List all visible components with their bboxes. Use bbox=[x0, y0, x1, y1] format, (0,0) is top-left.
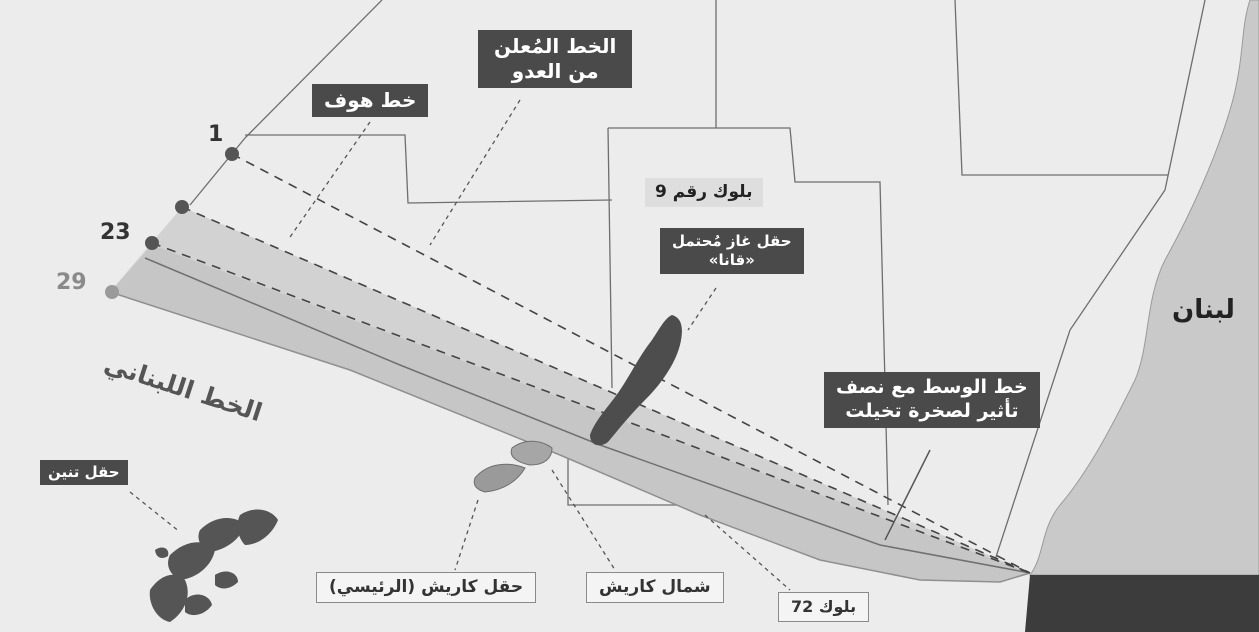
point-23-marker bbox=[145, 236, 159, 250]
line-23 bbox=[151, 242, 1031, 574]
point-1-marker bbox=[225, 147, 239, 161]
label-karish-north: شمال كاريش bbox=[586, 572, 724, 604]
arrow-karish-north bbox=[551, 469, 616, 571]
label-block72: بلوك 72 bbox=[778, 592, 870, 622]
southern-land bbox=[1025, 575, 1259, 632]
arrow-tanin bbox=[129, 491, 181, 533]
label-tanin-field: حقل تنين bbox=[40, 460, 128, 485]
point-1b-marker bbox=[175, 200, 189, 214]
zone-line29 bbox=[110, 245, 1030, 582]
arrow-qana bbox=[687, 287, 717, 331]
point-29-marker bbox=[105, 285, 119, 299]
lebanon-land bbox=[1029, 0, 1259, 576]
line-29 bbox=[109, 291, 1031, 583]
arrow-block72 bbox=[704, 514, 791, 591]
qana-field-shape bbox=[590, 315, 682, 446]
point-23-number: 23 bbox=[100, 220, 131, 245]
label-qana-field: حقل غاز مُحتمل «قانا» bbox=[660, 228, 804, 274]
label-enemy-line: الخط المُعلن من العدو bbox=[478, 30, 633, 88]
label-block9: بلوك رقم 9 bbox=[645, 178, 763, 208]
point-1-number: 1 bbox=[208, 122, 224, 147]
line-1 bbox=[231, 153, 1031, 574]
karish-north-shape bbox=[510, 440, 553, 466]
label-karish-main: حقل كاريش (الرئيسي) bbox=[316, 572, 537, 604]
label-hof-line: خط هوف bbox=[312, 84, 429, 117]
label-median-line: خط الوسط مع نصف تأثير لصخرة تخيلت bbox=[824, 372, 1040, 428]
line-23-upper bbox=[181, 206, 1031, 574]
karish-main-shape bbox=[473, 463, 526, 493]
tanin-field-shapes bbox=[149, 509, 278, 622]
point-29-number: 29 bbox=[56, 270, 87, 295]
label-lebanon: لبنان bbox=[1172, 295, 1235, 325]
arrow-median bbox=[884, 449, 931, 541]
